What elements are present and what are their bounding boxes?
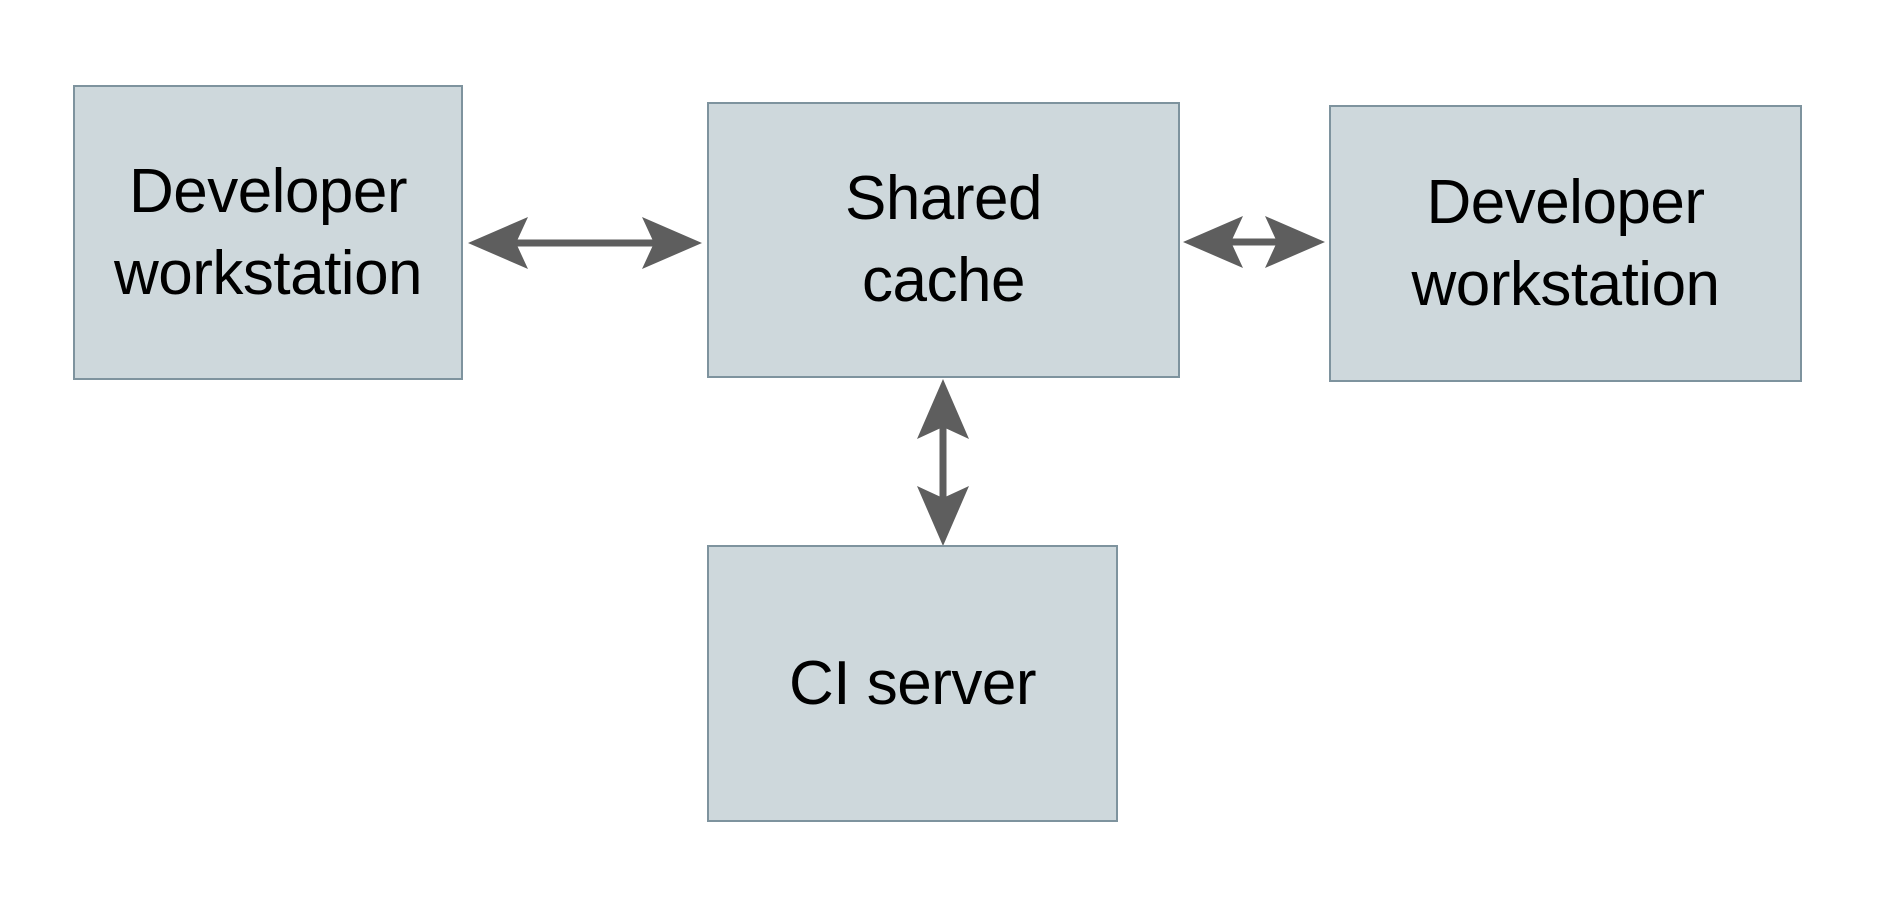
node-label: Shared cache [845, 164, 1042, 315]
edge-ci-shared [917, 379, 969, 546]
arrowhead-left-icon [468, 217, 528, 269]
node-label: Developer workstation [113, 156, 423, 308]
node-ci-server[interactable]: CI server [707, 545, 1118, 822]
node-developer-workstation-left[interactable]: Developer workstation [73, 85, 463, 380]
edge-shared-dev-right [1183, 216, 1325, 268]
arrowhead-right-icon [1265, 216, 1325, 268]
arrowhead-up-icon [917, 379, 969, 439]
node-developer-workstation-right[interactable]: Developer workstation [1329, 105, 1802, 382]
node-label: Developer workstation [1411, 167, 1720, 319]
node-label: CI server [789, 648, 1036, 718]
edge-dev-left-shared [468, 217, 702, 269]
node-shared-cache[interactable]: Shared cache [707, 102, 1180, 378]
arrowhead-left-icon [1183, 216, 1243, 268]
arrowhead-down-icon [917, 486, 969, 546]
arrowhead-right-icon [642, 217, 702, 269]
